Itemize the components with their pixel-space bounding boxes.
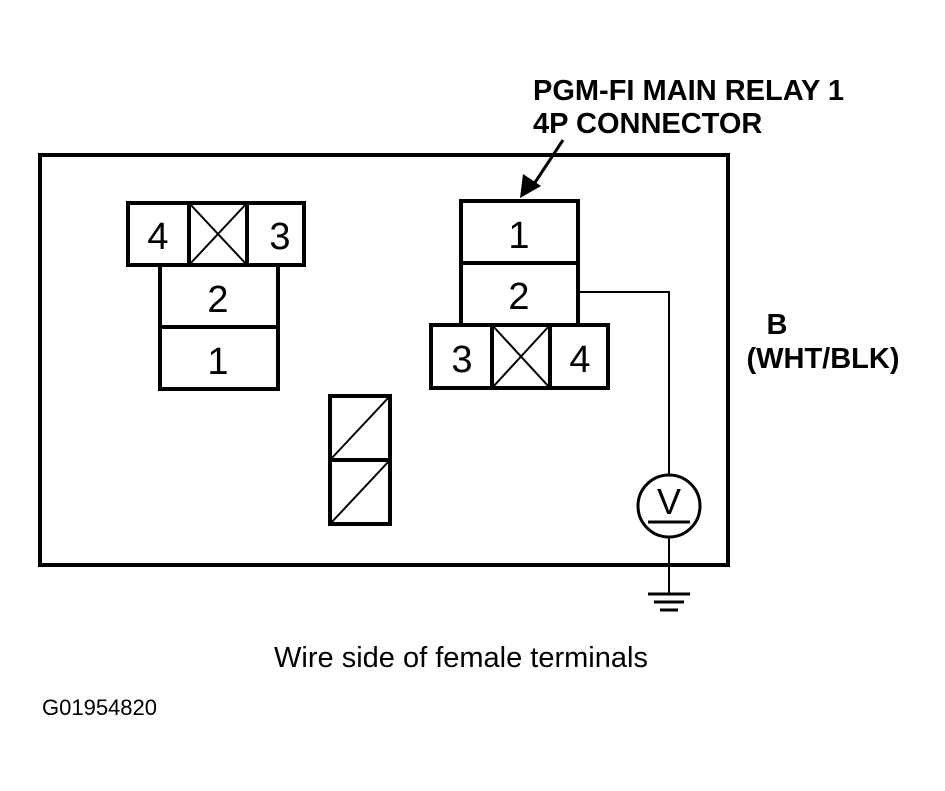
wire-terminal-label: B [767,309,788,341]
left-unused-cavity [188,202,248,266]
right-unused-cavity [491,324,551,389]
right-terminal-1: 1 [508,215,529,257]
diagram-caption: Wire side of female terminals [274,642,648,674]
middle-blank-terminals [328,394,392,526]
right-connector: 1 2 3 4 [429,199,610,390]
connector-title-line2: 4P CONNECTOR [533,108,762,140]
left-terminal-3: 3 [269,216,290,258]
right-terminal-3: 3 [451,339,472,381]
left-terminal-1: 1 [207,341,228,383]
probe-wire [578,291,670,476]
voltmeter-symbol: V [657,481,681,522]
ground-icon [648,592,690,612]
connector-housing-outline [38,153,730,567]
voltmeter-icon: V [636,473,702,539]
figure-id: G01954820 [42,695,157,720]
wire-color-label: (WHT/BLK) [746,343,899,375]
right-terminal-4: 4 [569,339,590,381]
right-terminal-2: 2 [508,276,529,318]
pointer-arrow [520,139,565,198]
connector-title-line1: PGM-FI MAIN RELAY 1 [533,75,844,107]
left-connector: 4 3 2 1 [126,201,306,391]
left-terminal-4: 4 [147,216,168,258]
right-connector-bottom-row [429,323,610,390]
left-terminal-2: 2 [207,279,228,321]
